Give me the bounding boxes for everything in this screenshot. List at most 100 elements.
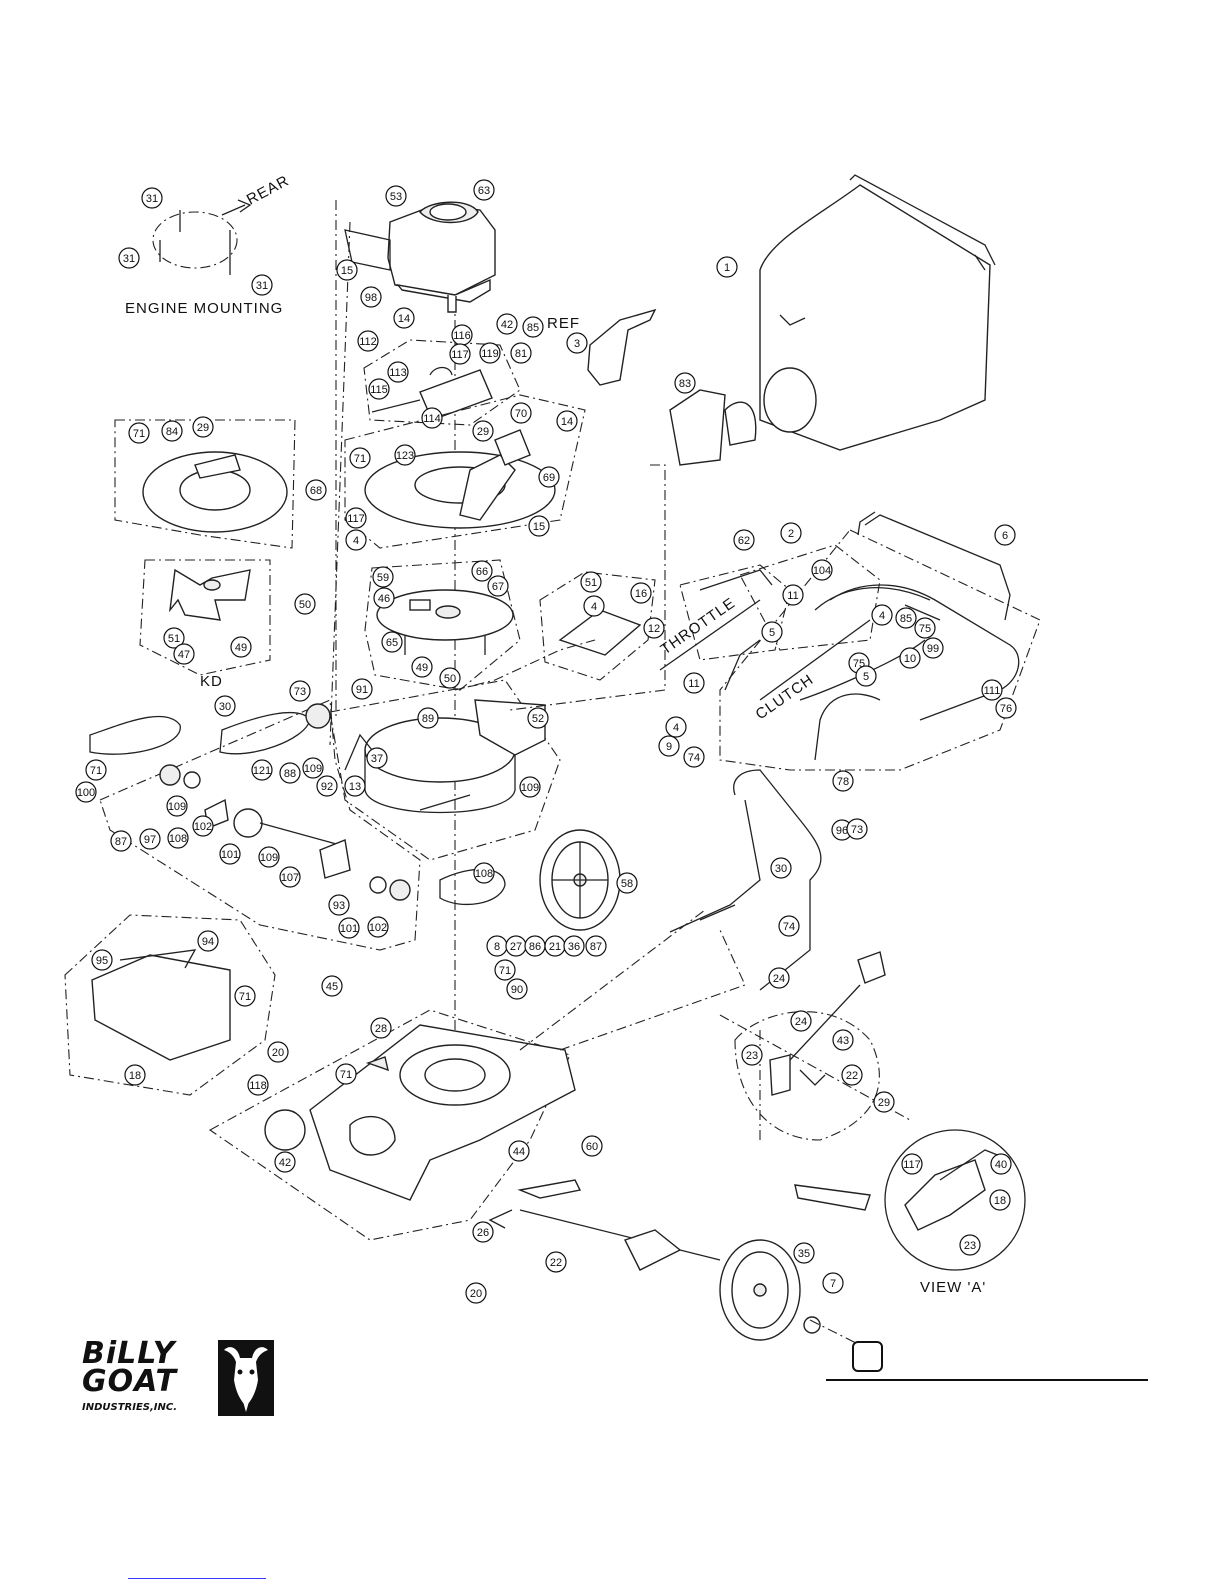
- callout-bubble: 40: [990, 1153, 1012, 1175]
- callout-bubble: 46: [373, 587, 395, 609]
- callout-number: 4: [879, 610, 885, 622]
- callout-number: 66: [476, 566, 488, 578]
- callout-bubble: 6: [994, 524, 1016, 546]
- callout-bubble: 117: [345, 507, 367, 529]
- callout-number: 117: [347, 513, 365, 525]
- callout-number: 97: [144, 834, 156, 846]
- callout-bubble: 29: [472, 420, 494, 442]
- callout-number: 121: [253, 765, 271, 777]
- throttle-label: THROTTLE: [658, 594, 739, 658]
- callout-number: 119: [481, 348, 499, 360]
- callout-number: 29: [878, 1097, 890, 1109]
- callout-number: 76: [1000, 703, 1012, 715]
- callout-bubble: 53: [385, 185, 407, 207]
- upper-handle: [724, 511, 1020, 761]
- callout-bubble: 97: [139, 828, 161, 850]
- callout-bubble: 114: [421, 407, 443, 429]
- callout-number: 104: [813, 565, 831, 577]
- kd-label: KD: [200, 673, 223, 690]
- callout-bubble: 29: [192, 416, 214, 438]
- callout-bubble: 50: [294, 593, 316, 615]
- callout-number: 40: [995, 1159, 1007, 1171]
- callout-bubble: 4: [583, 595, 605, 617]
- callout-number: 6: [1002, 530, 1008, 542]
- logo-line2: GOAT: [82, 1364, 177, 1399]
- callout-number: 4: [353, 535, 359, 547]
- callout-bubble: 5: [761, 621, 783, 643]
- callout-bubble: 81: [510, 342, 532, 364]
- page-number-box: [852, 1341, 883, 1372]
- callout-bubble: 18: [989, 1189, 1011, 1211]
- callout-number: 49: [416, 662, 428, 674]
- callout-number: 58: [621, 878, 633, 890]
- callout-bubble: 21: [544, 935, 566, 957]
- callout-number: 109: [304, 763, 322, 775]
- callout-bubble: 49: [411, 656, 433, 678]
- callout-number: 30: [219, 701, 231, 713]
- callout-bubble: 93: [328, 894, 350, 916]
- callout-number: 43: [837, 1035, 849, 1047]
- callout-bubble: 4: [665, 716, 687, 738]
- callout-number: 50: [444, 673, 456, 685]
- callout-number: 27: [510, 941, 522, 953]
- callout-bubble: 104: [811, 559, 833, 581]
- callout-number: 96: [836, 825, 848, 837]
- callout-number: 36: [568, 941, 580, 953]
- callout-number: 14: [398, 313, 410, 325]
- callout-bubble: 62: [733, 529, 755, 551]
- callout-number: 35: [798, 1248, 810, 1260]
- callout-number: 14: [561, 416, 573, 428]
- callout-number: 71: [239, 991, 251, 1003]
- callout-number: 16: [635, 588, 647, 600]
- callout-number: 69: [543, 472, 555, 484]
- callout-number: 22: [846, 1070, 858, 1082]
- callout-number: 117: [903, 1159, 921, 1171]
- callout-number: 85: [900, 613, 912, 625]
- callout-bubble: 2: [780, 522, 802, 544]
- callout-bubble: 60: [581, 1135, 603, 1157]
- callout-bubble: 92: [316, 775, 338, 797]
- callout-number: 117: [451, 349, 469, 361]
- callout-bubble: 84: [161, 420, 183, 442]
- callout-number: 116: [453, 330, 471, 342]
- callout-bubble: 28: [370, 1017, 392, 1039]
- callout-bubble: 73: [846, 818, 868, 840]
- callout-bubble: 30: [770, 857, 792, 879]
- base-frame: [264, 1024, 576, 1201]
- footer-link-underline[interactable]: [128, 1578, 266, 1579]
- callout-number: 90: [511, 984, 523, 996]
- callout-number: 113: [389, 367, 407, 379]
- callout-bubble: 91: [351, 678, 373, 700]
- callout-bubble: 59: [372, 566, 394, 588]
- callout-number: 7: [830, 1278, 836, 1290]
- callout-number: 42: [501, 319, 513, 331]
- callout-bubble: 31: [118, 247, 140, 269]
- callout-bubble: 85: [522, 316, 544, 338]
- callout-bubble: 51: [163, 627, 185, 649]
- callout-bubble: 68: [305, 479, 327, 501]
- callout-number: 4: [591, 601, 597, 613]
- callout-bubble: 109: [302, 757, 324, 779]
- callout-number: 111: [984, 685, 1001, 697]
- logo-line1: BiLLY: [82, 1336, 176, 1371]
- page-rule: [826, 1379, 1148, 1381]
- impeller: [376, 589, 514, 655]
- callout-bubble: 23: [741, 1044, 763, 1066]
- callout-number: 42: [279, 1157, 291, 1169]
- callout-number: 22: [550, 1257, 562, 1269]
- callout-number: 28: [375, 1023, 387, 1035]
- callout-bubble: 83: [674, 372, 696, 394]
- callout-bubble: 96: [831, 819, 853, 841]
- callout-number: 31: [256, 280, 268, 292]
- callout-bubble: 101: [338, 917, 360, 939]
- callout-number: 75: [919, 623, 931, 635]
- callout-bubble: 111: [981, 679, 1003, 701]
- cover-plate: [364, 429, 556, 529]
- callout-bubble: 87: [585, 935, 607, 957]
- bracket-62: [558, 609, 642, 656]
- callout-bubble: 95: [91, 949, 113, 971]
- callout-number: 87: [115, 836, 127, 848]
- callout-number: 83: [679, 378, 691, 390]
- callout-bubble: 31: [251, 274, 273, 296]
- callout-number: 108: [475, 868, 493, 880]
